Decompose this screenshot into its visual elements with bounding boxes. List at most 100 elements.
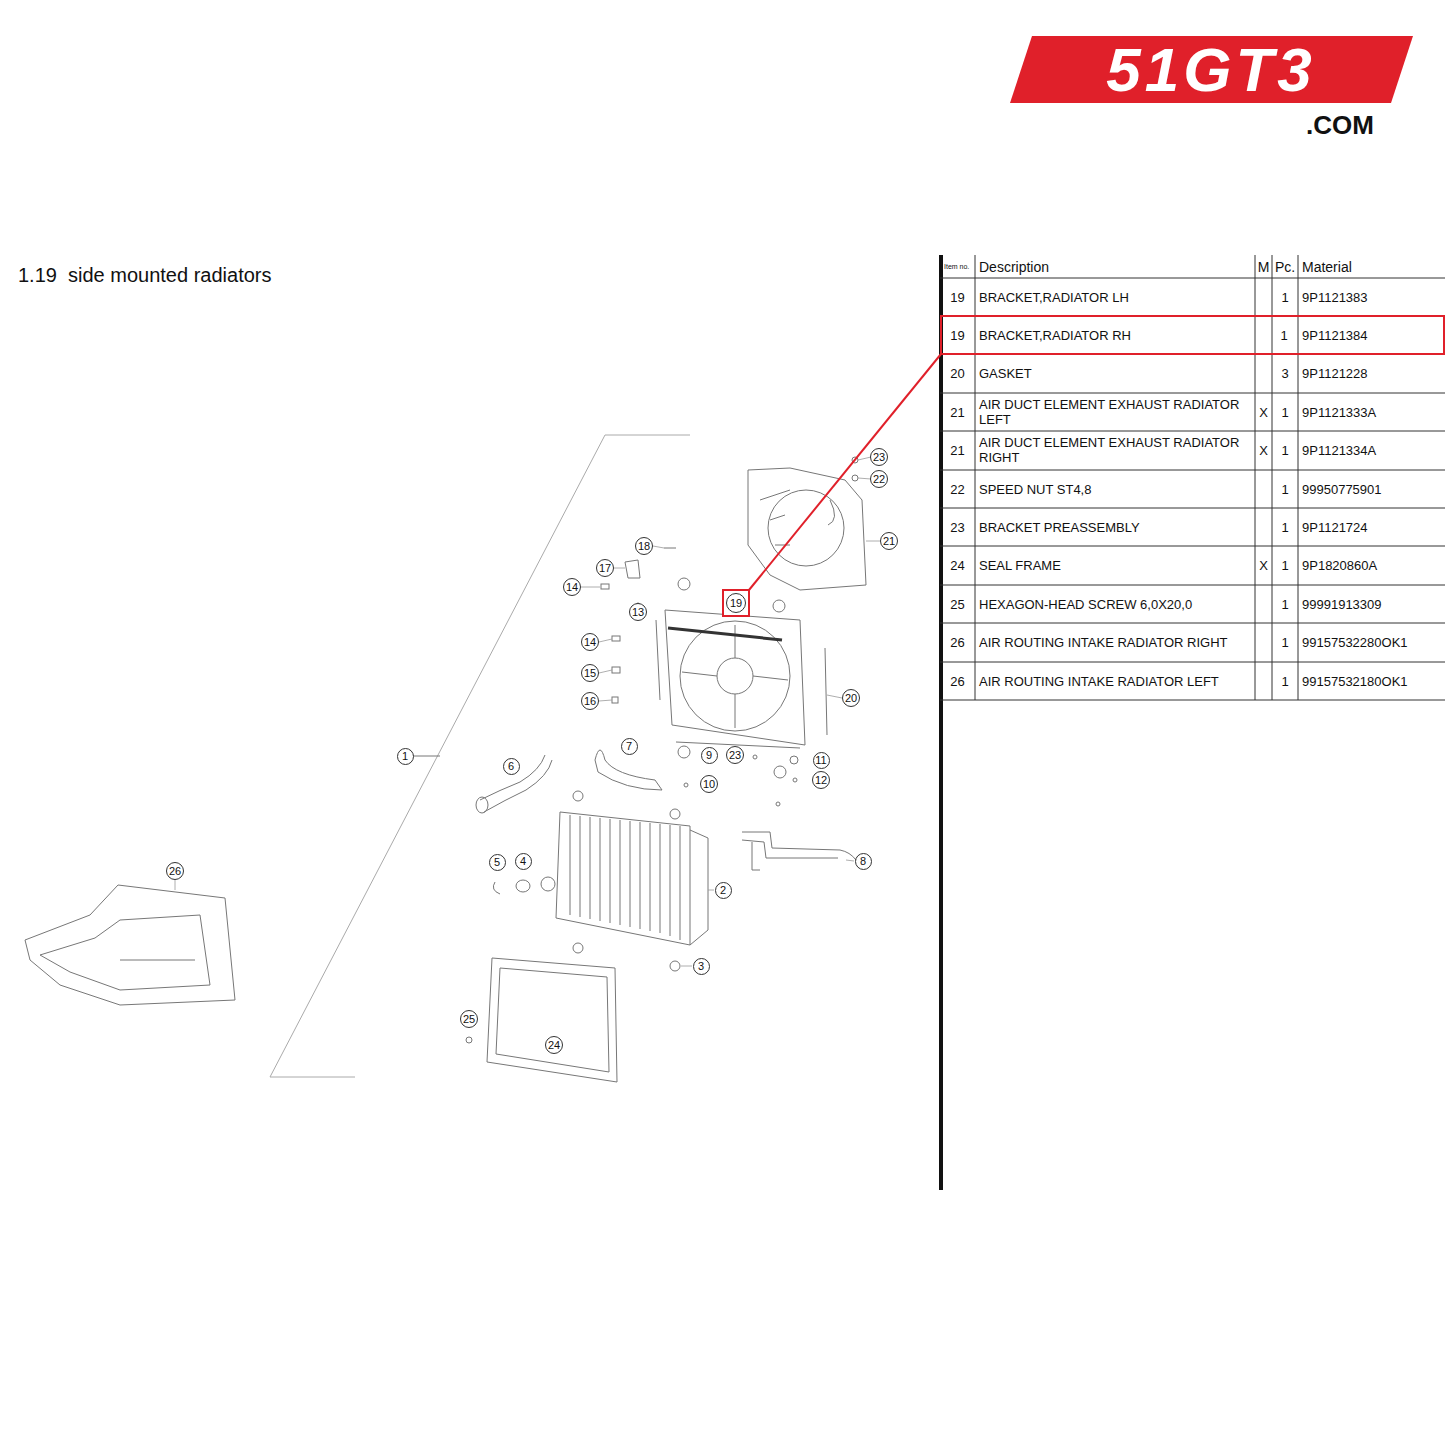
callout-number: 23 [873, 452, 885, 463]
drawing-stroke [516, 880, 530, 892]
drawing-stroke [175, 880, 176, 890]
callout-number: 23 [729, 750, 741, 761]
drawing-stroke [940, 393, 1445, 394]
table-header: Material [1300, 255, 1445, 278]
callout-number: 17 [599, 563, 611, 574]
drawing-stroke [496, 968, 609, 1072]
callout-circle: 3 [693, 958, 710, 975]
drawing-stroke [493, 882, 500, 894]
highlight-connector [749, 354, 941, 590]
drawing-stroke [690, 830, 708, 945]
drawing-stroke [753, 755, 757, 759]
drawing-stroke [466, 1037, 472, 1043]
drawing-stroke [120, 960, 195, 961]
callout-circle: 12 [812, 771, 830, 789]
drawing-stroke [1272, 255, 1273, 700]
callout-number: 9 [706, 750, 712, 761]
drawing-stroke [40, 915, 210, 990]
drawing-stroke [668, 628, 782, 640]
table-cell: BRACKET PREASSEMBLY [977, 508, 1254, 546]
table-cell: BRACKET,RADIATOR LH [977, 278, 1254, 316]
drawing-stroke [940, 431, 1445, 432]
parts-drawing [25, 435, 866, 1082]
callout-number: 20 [845, 693, 857, 704]
table-cell: 1 [1272, 470, 1298, 508]
drawing-stroke [541, 877, 555, 891]
table-cell: SEAL FRAME [977, 546, 1254, 584]
table-cell: 9P1121383 [1300, 278, 1445, 316]
drawing-stroke [573, 791, 583, 801]
callout-circle: 6 [503, 758, 520, 775]
table-cell: X [1255, 393, 1272, 431]
drawing-stroke [670, 961, 680, 971]
highlighted-table-row: 19BRACKET,RADIATOR RH19P1121384 [940, 315, 1445, 355]
drawing-stroke [825, 648, 827, 735]
drawing-stroke [1255, 255, 1256, 700]
drawing-stroke [664, 548, 676, 549]
drawing-stroke [827, 695, 842, 698]
drawing-stroke [768, 490, 844, 566]
drawing-stroke [681, 966, 692, 967]
callout-number: 7 [626, 741, 632, 752]
drawing-stroke [612, 667, 620, 673]
drawing-stroke [599, 639, 612, 642]
drawing-stroke [573, 943, 583, 953]
callout-number: 14 [566, 582, 578, 593]
drawing-stroke [670, 809, 680, 819]
drawing-stroke [612, 636, 620, 641]
callout-circle: 13 [629, 603, 647, 621]
table-cell: 19 [940, 278, 975, 316]
callout-circle: 15 [581, 664, 599, 682]
drawing-stroke [793, 778, 797, 782]
drawing-stroke [742, 832, 856, 870]
table-cell: 24 [940, 546, 975, 584]
drawing-stroke [612, 697, 618, 703]
table-cell: 23 [940, 508, 975, 546]
callout-circle: 7 [621, 738, 638, 755]
callout-circle: 10 [700, 775, 718, 793]
table-cell: 1 [1272, 508, 1298, 546]
drawing-stroke [680, 621, 790, 731]
callout-circle: 20 [842, 689, 860, 707]
table-cell: 9P1121384 [1302, 328, 1368, 343]
table-header: Pc. [1272, 255, 1298, 278]
callout-number: 21 [883, 536, 895, 547]
drawing-stroke [665, 610, 805, 745]
callout-number: 6 [508, 761, 514, 772]
callout-circle: 23 [870, 448, 888, 466]
table-cell: 1 [1272, 431, 1298, 469]
drawing-stroke [480, 755, 545, 800]
drawing-stroke [773, 600, 785, 612]
drawing-stroke [581, 587, 600, 588]
table-cell: 9P1121333A [1300, 393, 1445, 431]
drawing-stroke [940, 700, 1445, 701]
drawing-stroke [413, 756, 440, 757]
table-cell: 25 [940, 585, 975, 623]
callout-circle: 14 [563, 578, 581, 596]
callout-number: 24 [548, 1040, 560, 1051]
callout-circle: 23 [726, 746, 744, 764]
table-cell: 99157532180OK1 [1300, 662, 1445, 700]
drawing-stroke [717, 658, 753, 694]
drawing-stroke [940, 278, 1445, 279]
callout-number: 8 [860, 856, 866, 867]
drawing-stroke [828, 500, 835, 525]
table-cell: 9P1121334A [1300, 431, 1445, 469]
drawing-stroke [678, 578, 690, 590]
callout-number: 22 [873, 474, 885, 485]
callout-number: 26 [169, 866, 181, 877]
callout-circle: 16 [581, 692, 599, 710]
drawing-stroke [678, 746, 690, 758]
callout-number: 14 [584, 637, 596, 648]
callout-circle: 1 [397, 748, 414, 765]
table-cell: AIR DUCT ELEMENT EXHAUST RADIATOR LEFT [977, 393, 1254, 431]
drawing-stroke [940, 470, 1445, 471]
drawing-stroke [852, 475, 858, 481]
table-cell: 1 [1272, 278, 1298, 316]
table-cell: 1 [1272, 623, 1298, 661]
callout-number: 1 [402, 751, 408, 762]
callout-circle: 18 [635, 537, 653, 555]
drawing-stroke [556, 812, 690, 945]
table-cell: 22 [940, 470, 975, 508]
